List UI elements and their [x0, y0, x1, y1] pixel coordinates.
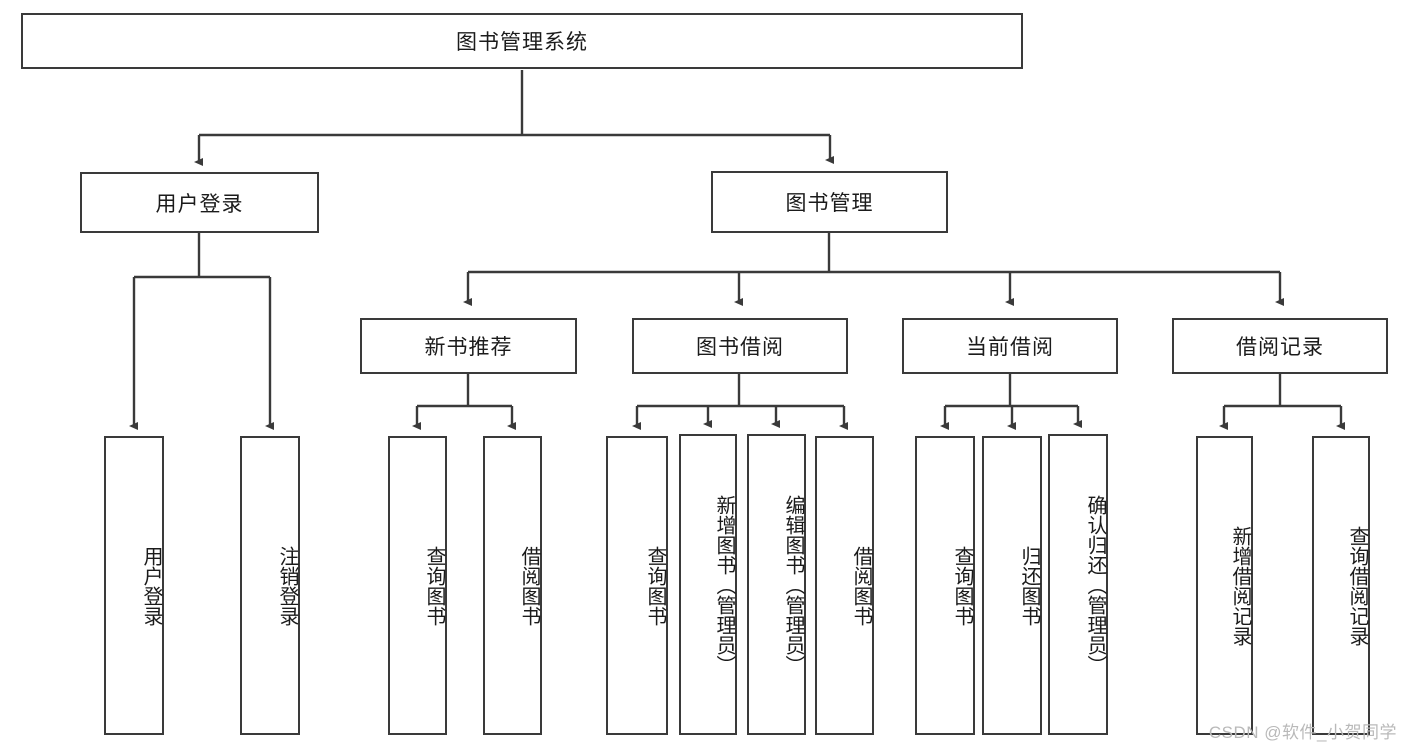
node-book-management[interactable]: 图书管理	[711, 171, 948, 233]
node-book-borrow[interactable]: 图书借阅	[632, 318, 848, 374]
csdn-watermark: CSDN @软件_小贺同学	[1208, 723, 1397, 742]
leaf-user-logout[interactable]: 注销登录	[240, 436, 300, 735]
leaf-current-return-book[interactable]: 归还图书	[982, 436, 1042, 735]
node-borrow-record[interactable]: 借阅记录	[1172, 318, 1388, 374]
leaf-borrow-borrow-book-label: 借阅图书	[850, 545, 872, 626]
leaf-recommend-borrow-book[interactable]: 借阅图书	[483, 436, 542, 735]
node-root-label: 图书管理系统	[456, 31, 588, 54]
leaf-current-query-book[interactable]: 查询图书	[915, 436, 975, 735]
leaf-borrow-add-book-label: 新增图书（管理员）	[713, 494, 735, 675]
node-book-management-label: 图书管理	[785, 192, 874, 215]
node-new-book-recommend-label: 新书推荐	[424, 336, 513, 359]
leaf-user-login[interactable]: 用户登录	[104, 436, 164, 735]
leaf-borrow-borrow-book[interactable]: 借阅图书	[815, 436, 874, 735]
node-book-borrow-label: 图书借阅	[696, 336, 784, 359]
leaf-borrow-query-book[interactable]: 查询图书	[606, 436, 668, 735]
node-user-login[interactable]: 用户登录	[80, 172, 319, 233]
leaf-borrow-add-book[interactable]: 新增图书（管理员）	[679, 434, 737, 735]
leaf-record-add-label: 新增借阅记录	[1229, 525, 1251, 646]
leaf-current-confirm-return-label: 确认归还（管理员）	[1084, 494, 1106, 675]
leaf-record-query[interactable]: 查询借阅记录	[1312, 436, 1370, 735]
node-borrow-record-label: 借阅记录	[1236, 336, 1324, 359]
leaf-borrow-query-book-label: 查询图书	[644, 545, 666, 626]
leaf-current-query-book-label: 查询图书	[951, 545, 973, 626]
leaf-borrow-edit-book[interactable]: 编辑图书（管理员）	[747, 434, 806, 735]
node-root[interactable]: 图书管理系统	[21, 13, 1023, 69]
leaf-record-query-label: 查询借阅记录	[1346, 525, 1368, 646]
leaf-borrow-edit-book-label: 编辑图书（管理员）	[782, 494, 804, 675]
leaf-user-logout-label: 注销登录	[276, 545, 298, 626]
leaf-record-add[interactable]: 新增借阅记录	[1196, 436, 1253, 735]
leaf-recommend-query-book[interactable]: 查询图书	[388, 436, 447, 735]
leaf-recommend-query-book-label: 查询图书	[423, 545, 445, 626]
node-current-borrow-label: 当前借阅	[966, 336, 1054, 359]
leaf-recommend-borrow-book-label: 借阅图书	[518, 545, 540, 626]
leaf-user-login-label: 用户登录	[140, 545, 162, 626]
node-new-book-recommend[interactable]: 新书推荐	[360, 318, 577, 374]
node-user-login-label: 用户登录	[155, 192, 244, 216]
leaf-current-confirm-return[interactable]: 确认归还（管理员）	[1048, 434, 1108, 735]
node-current-borrow[interactable]: 当前借阅	[902, 318, 1118, 374]
leaf-current-return-book-label: 归还图书	[1018, 545, 1040, 626]
